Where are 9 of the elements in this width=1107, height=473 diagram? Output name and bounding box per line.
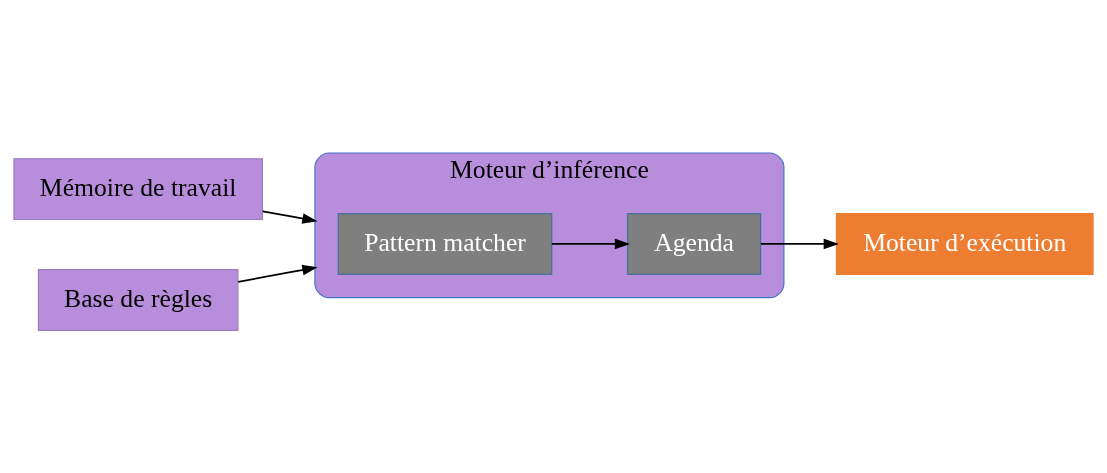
node-box: Pattern matcher bbox=[337, 212, 553, 275]
arrow bbox=[261, 210, 318, 224]
node-box: Mémoire de travail bbox=[13, 157, 263, 220]
arrow bbox=[237, 264, 318, 283]
arrow bbox=[551, 238, 630, 249]
node-box: Base de règles bbox=[37, 268, 239, 331]
arrow bbox=[760, 238, 839, 249]
node-box: Moteur d’exécution bbox=[835, 212, 1094, 275]
node-box: Agenda bbox=[627, 212, 762, 275]
